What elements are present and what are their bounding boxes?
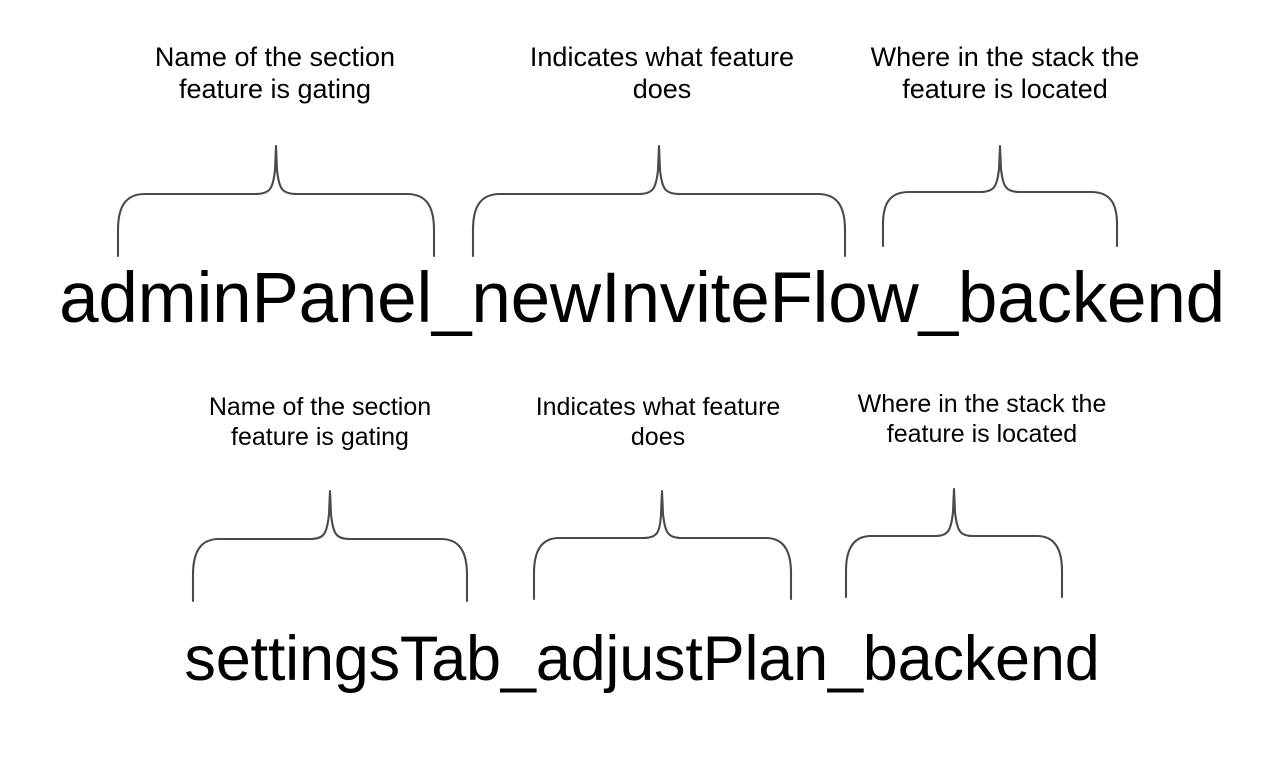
caption-row1-segment3: Where in the stack the feature is locate… (870, 42, 1140, 104)
brace-row1-segment1 (115, 144, 437, 256)
feature-flag-name-row-2: settingsTab_adjustPlan_backend (184, 624, 1100, 694)
brace-row2-segment3 (843, 487, 1065, 597)
brace-row1-segment3 (880, 144, 1120, 246)
caption-row2-segment3: Where in the stack the feature is locate… (857, 390, 1107, 448)
brace-row1-segment2 (470, 144, 848, 256)
brace-row2-segment1 (190, 489, 470, 601)
caption-row2-segment1: Name of the section feature is gating (208, 393, 432, 451)
feature-flag-name-row-1: adminPanel_newInviteFlow_backend (59, 259, 1225, 338)
brace-row2-segment2 (531, 489, 794, 599)
caption-row2-segment2: Indicates what feature does (535, 393, 781, 451)
caption-row1-segment2: Indicates what feature does (529, 42, 795, 104)
caption-row1-segment1: Name of the section feature is gating (154, 42, 396, 104)
